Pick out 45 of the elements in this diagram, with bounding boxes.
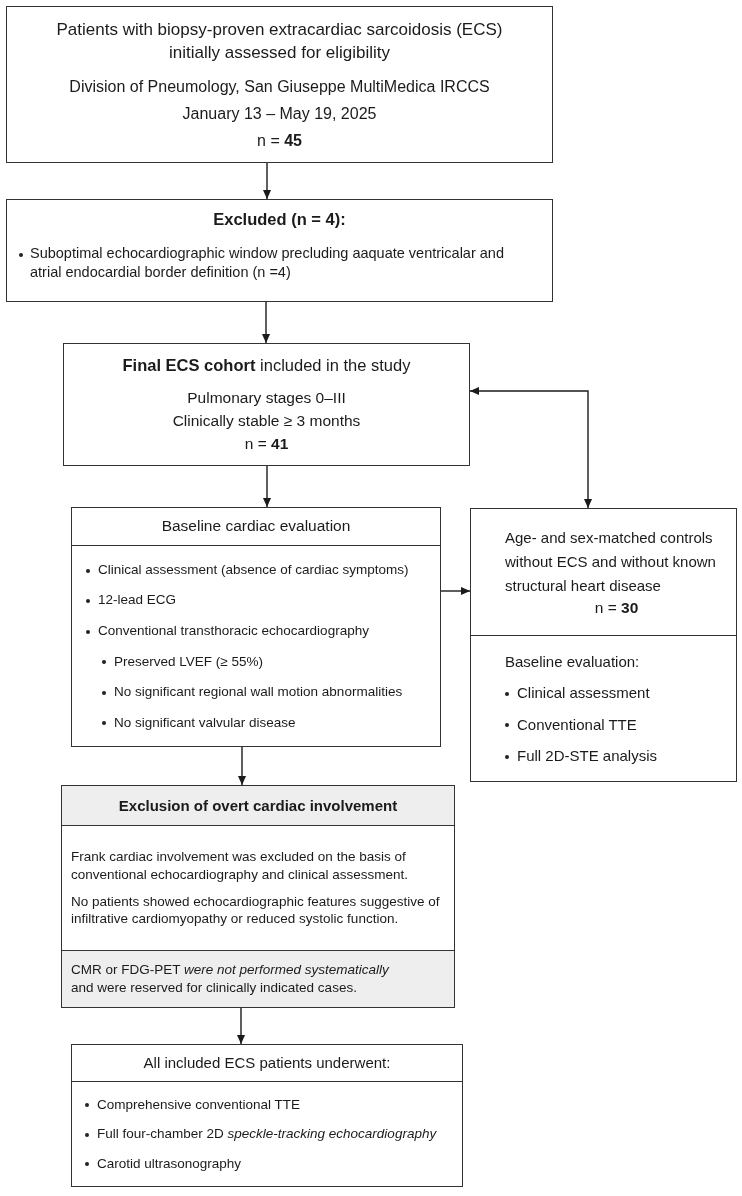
process-box: [6, 6, 553, 163]
bullet-text: Full four-chamber 2D speckle-tracking echocardiography: [97, 1125, 437, 1143]
process-box: [71, 1044, 463, 1187]
bullet-text: Comprehensive conventional TTE: [97, 1095, 301, 1114]
note-text: CMR or FDG-PET were not performed systematically and were reserved for clinically indicated cases.: [71, 961, 390, 997]
arrow: [261, 301, 271, 344]
process-box: [63, 343, 470, 466]
count-text: n = 30: [594, 597, 639, 618]
double-arrow: [469, 386, 593, 509]
box-title: Patients with biopsy-proven extracardiac sarcoidosis (ECS) initially assessed for eligibility: [55, 18, 504, 65]
count-text: n = 45: [257, 130, 302, 151]
process-box: [61, 785, 455, 1008]
box-heading: Exclusion of overt cardiac involvement: [118, 795, 398, 816]
process-box: [71, 507, 441, 747]
box-heading: Excluded (n = 4):: [213, 209, 346, 230]
box-heading: All included ECS patients underwent:: [143, 1053, 391, 1073]
box-text: January 13 – May 19, 2025: [182, 103, 377, 124]
count-text: n = 41: [244, 434, 289, 455]
arrow: [262, 162, 272, 200]
bullet-text: Carotid ultrasonography: [97, 1154, 242, 1173]
section-heading: Baseline evaluation:: [505, 651, 640, 671]
arrow: [236, 1007, 246, 1045]
paragraph: No patients showed echocardiographic features suggestive of infiltrative cardiomyopathy or reduced systolic function.: [71, 892, 441, 928]
box-text: Division of Pneumology, San Giuseppe MultiMedica IRCCS: [69, 77, 490, 98]
bullet-text: Conventional TTE: [517, 714, 637, 734]
bullet-text: No significant regional wall motion abnormalities: [114, 683, 403, 701]
process-box: [470, 508, 737, 782]
arrow: [440, 586, 471, 596]
bullet-text: Preserved LVEF (≥ 55%): [114, 652, 263, 671]
box-text: Clinically stable ≥ 3 months: [172, 411, 361, 432]
box-title: Final ECS cohort included in the study: [122, 354, 411, 376]
bullet-text: Suboptimal echocardiographic window precluding aaquate ventricalar and atrial endocardial border definition (n =4): [30, 244, 505, 283]
bullet-text: Clinical assessment: [517, 683, 650, 703]
arrow: [237, 746, 247, 786]
box-heading: Baseline cardiac evaluation: [161, 516, 351, 537]
bullet-text: Full 2D-STE analysis: [517, 746, 658, 766]
box-text: Pulmonary stages 0–III: [187, 388, 346, 408]
bullet-text: Conventional transthoracic echocardiography: [98, 621, 369, 640]
bullet-text: 12-lead ECG: [98, 591, 177, 609]
paragraph: Frank cardiac involvement was excluded on the basis of conventional echocardiography and clinical assessment.: [71, 848, 409, 884]
bullet-text: No significant valvular disease: [114, 713, 296, 732]
bullet-text: Clinical assessment (absence of cardiac symptoms): [98, 560, 409, 579]
exclusion-box: [6, 199, 553, 302]
box-text: Age- and sex-matched controls without ECS and without known structural heart disease: [505, 527, 717, 596]
arrow: [262, 465, 272, 508]
